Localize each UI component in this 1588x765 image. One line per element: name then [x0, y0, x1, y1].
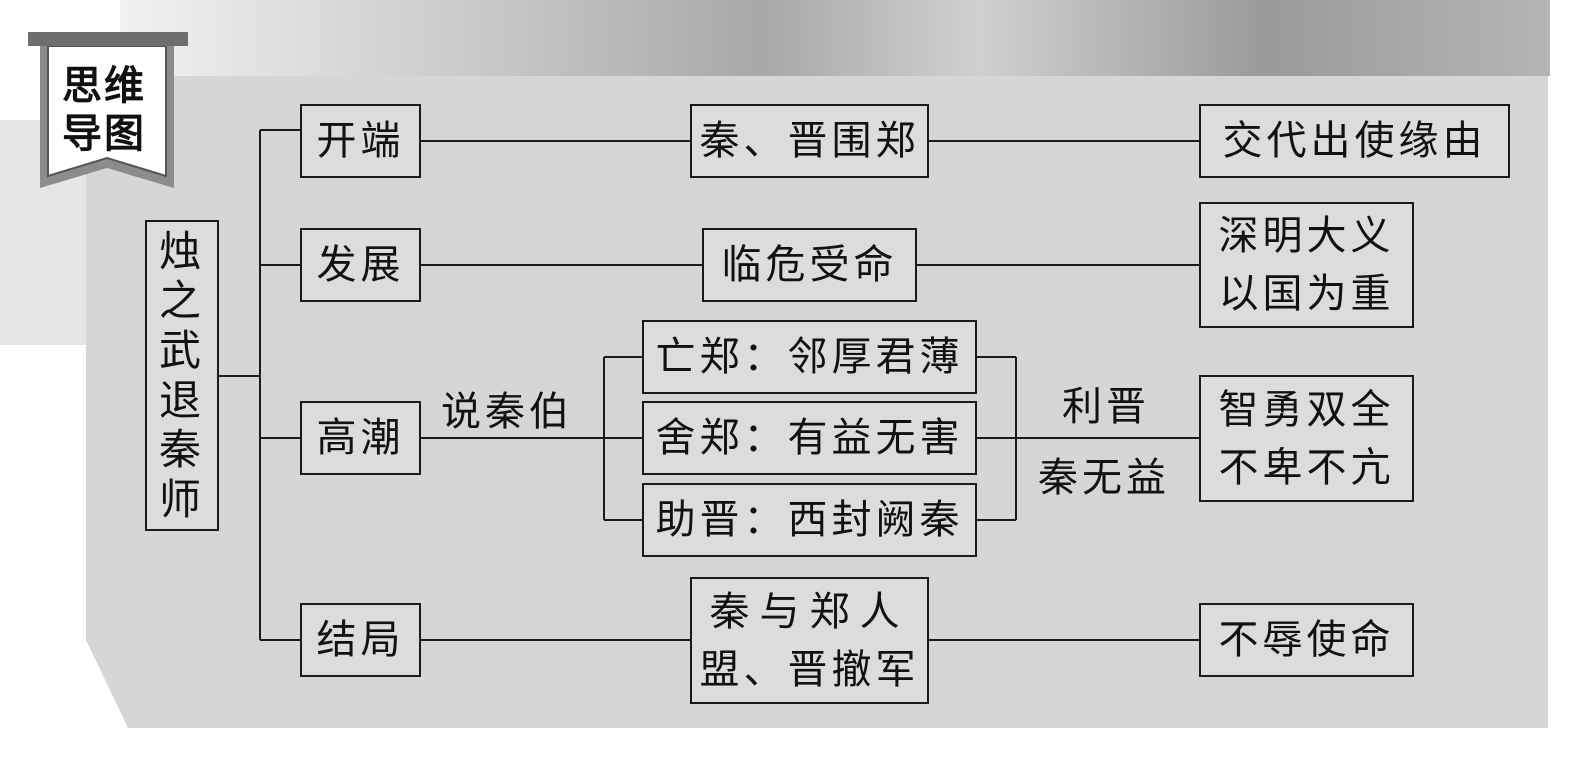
- climax-verb: 说秦伯: [441, 389, 573, 435]
- conclusion-no-benefit-qin: 秦无益: [1038, 455, 1170, 501]
- theme-patriotism: 深明大义 以国为重: [1199, 202, 1414, 328]
- argument-destroy-zheng: 亡郑：邻厚君薄: [642, 320, 977, 394]
- root-char: 师: [158, 474, 205, 524]
- conclusion-benefit-jin: 利晋: [1062, 384, 1150, 430]
- theme-mission: 不辱使命: [1199, 603, 1414, 677]
- root-char: 武: [158, 325, 205, 375]
- badge-line-1: 思维: [62, 63, 146, 109]
- root-char: 之: [158, 276, 205, 326]
- theme-wisdom-line-2: 不卑不亢: [1218, 444, 1395, 491]
- root-node: 烛 之 武 退 秦 师: [145, 220, 219, 531]
- event-alliance-line-1: 秦与郑人: [709, 588, 910, 635]
- theme-patriotism-line-2: 以国为重: [1218, 271, 1395, 317]
- stage-ending: 结局: [300, 603, 421, 677]
- event-commission: 临危受命: [702, 228, 917, 302]
- event-alliance: 秦与郑人 盟、晋撤军: [690, 577, 929, 704]
- root-char: 烛: [158, 226, 205, 276]
- root-char: 秦: [158, 425, 205, 475]
- badge-top-bar: [28, 32, 188, 46]
- stage-development: 发展: [300, 228, 421, 302]
- stage-opening: 开端: [300, 104, 421, 178]
- theme-wisdom-line-1: 智勇双全: [1218, 386, 1395, 433]
- connector-lines: [218, 129, 1199, 641]
- badge-line-2: 导图: [62, 111, 146, 157]
- header-photo-strip: [120, 0, 1550, 76]
- root-char: 退: [158, 375, 205, 425]
- stage-climax: 高潮: [300, 401, 421, 475]
- event-siege: 秦、晋围郑: [690, 104, 929, 178]
- argument-spare-zheng: 舍郑：有益无害: [642, 401, 977, 475]
- badge-label: 思维 导图: [48, 62, 160, 158]
- event-alliance-line-2: 盟、晋撤军: [699, 646, 920, 693]
- argument-help-jin: 助晋：西封阙秦: [642, 483, 977, 557]
- theme-reason: 交代出使缘由: [1199, 104, 1510, 178]
- theme-patriotism-line-1: 深明大义: [1218, 213, 1395, 259]
- theme-wisdom-courage: 智勇双全 不卑不亢: [1199, 375, 1414, 502]
